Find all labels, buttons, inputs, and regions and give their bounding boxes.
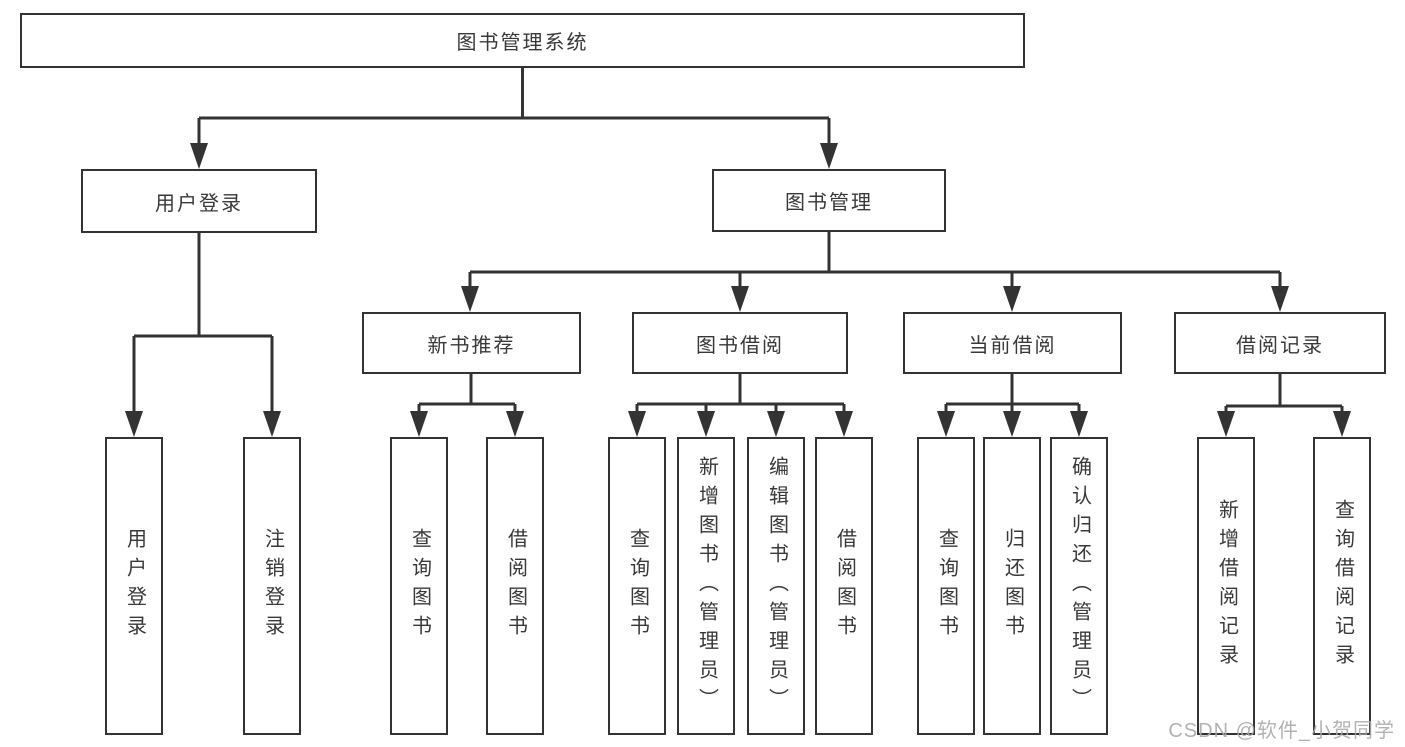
leaf-logout: 注销登录 — [243, 437, 301, 735]
node-label: 注销登录 — [261, 528, 284, 644]
node-label: 图书管理系统 — [456, 32, 589, 54]
node-label: 新书推荐 — [427, 334, 516, 357]
arrowheads — [125, 143, 1351, 437]
csdn-watermark: CSDN @软件_小贺同学 — [1168, 720, 1395, 742]
node-label: 编辑图书（管理员） — [765, 455, 788, 717]
leaf-query-borrow-record: 查询借阅记录 — [1313, 437, 1371, 735]
node-label: 归还图书 — [1001, 528, 1024, 644]
node-label: 借阅图书 — [833, 528, 856, 644]
node-borrow-records: 借阅记录 — [1174, 312, 1386, 374]
leaf-borrow-books-1: 借阅图书 — [486, 437, 544, 735]
node-new-book-recommend: 新书推荐 — [362, 312, 581, 374]
node-label: 确认归还（管理员） — [1068, 455, 1091, 717]
leaf-edit-book-admin: 编辑图书（管理员） — [747, 437, 805, 735]
node-label: 查询图书 — [935, 528, 958, 644]
leaf-query-books-3: 查询图书 — [917, 437, 975, 735]
node-book-borrow: 图书借阅 — [632, 312, 848, 374]
node-book-management: 图书管理 — [712, 169, 946, 232]
leaf-query-books-1: 查询图书 — [390, 437, 448, 735]
node-label: 用户登录 — [155, 192, 243, 215]
leaf-confirm-return-admin: 确认归还（管理员） — [1050, 437, 1108, 735]
node-user-login: 用户登录 — [81, 169, 317, 233]
node-label: 图书借阅 — [696, 334, 784, 357]
leaf-return-book: 归还图书 — [983, 437, 1041, 735]
leaf-borrow-books-2: 借阅图书 — [815, 437, 873, 735]
leaf-add-borrow-record: 新增借阅记录 — [1197, 437, 1255, 735]
node-label: 用户登录 — [123, 528, 146, 644]
node-label: 当前借阅 — [968, 334, 1057, 357]
connector-paths — [132, 68, 1344, 418]
node-library-system: 图书管理系统 — [20, 13, 1025, 68]
node-label: 查询图书 — [626, 528, 649, 644]
node-current-borrow: 当前借阅 — [903, 312, 1122, 374]
node-label: 新增图书（管理员） — [695, 455, 718, 717]
node-label: 借阅记录 — [1236, 334, 1324, 357]
leaf-query-books-2: 查询图书 — [608, 437, 666, 735]
node-label: 新增借阅记录 — [1215, 499, 1238, 673]
leaf-user-login: 用户登录 — [105, 437, 163, 735]
node-label: 查询借阅记录 — [1331, 499, 1354, 673]
node-label: 图书管理 — [785, 192, 873, 214]
leaf-add-book-admin: 新增图书（管理员） — [677, 437, 735, 735]
node-label: 查询图书 — [408, 528, 431, 644]
node-label: 借阅图书 — [504, 528, 527, 644]
